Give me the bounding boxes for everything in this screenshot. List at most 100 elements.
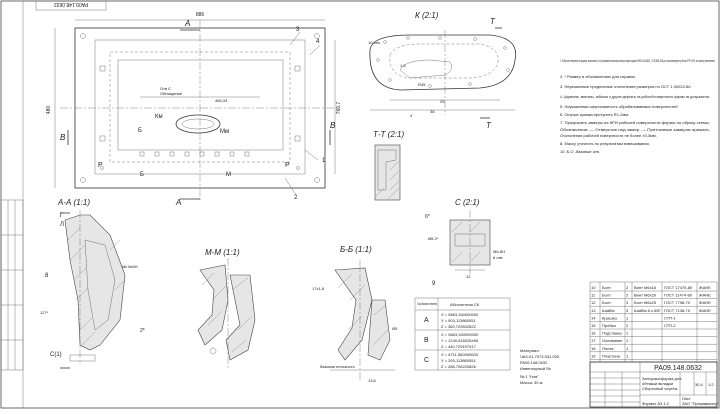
view-c-title: С (2:1) [455, 198, 480, 207]
spec-cell: 15 [591, 323, 596, 328]
coord-row-value: Y = 393,113860551 [441, 358, 476, 363]
section-bb-title: Б-Б (1:1) [340, 245, 372, 254]
spec-cell: 3 [626, 300, 629, 305]
section-label-b-bottom: Б [140, 172, 144, 178]
left-margin-boxes [0, 199, 24, 371]
spec-cell: Плита [602, 346, 614, 351]
view-k-t-top: Т [490, 17, 496, 26]
spec-cell: 18 [591, 346, 596, 351]
section-aa-dim127: 127* [40, 310, 49, 315]
view-c-holes: 6 отв. [493, 255, 504, 260]
coord-row-value: Z = 440,729197917 [441, 344, 477, 349]
spec-cell: СТП-1 [664, 315, 676, 320]
title-sheet: Лист [682, 396, 691, 401]
top-stamp-box [35, 0, 107, 11]
main-dim-right: 760,7 [336, 102, 342, 115]
note-6: 6. Острые кромки притупить R1-2мм. [560, 112, 629, 117]
view-c-dim62: Ø6,2* [428, 236, 439, 241]
section-mm-title: М-М (1:1) [205, 248, 240, 257]
section-mm-drawing [197, 258, 256, 370]
section-bb-drawing [330, 260, 395, 380]
spec-cell: 1 [626, 353, 629, 358]
technical-notes: 1. Рабочие поверхности формы, выполнить … [560, 58, 715, 154]
main-dim-inner: 466,33 [215, 98, 228, 103]
section-bb-dim17: 17±1,6 [312, 286, 325, 291]
note-8: 8. Массу уточнить по результатам взвешив… [560, 141, 650, 146]
spec-cell: 3 [626, 308, 629, 313]
spec-cell: Болт [602, 300, 611, 305]
spec-cell: 2 [626, 293, 629, 298]
view-k-dim-r45: R45 [418, 82, 426, 87]
title-scale: 1:2 [708, 382, 714, 387]
spec-cell: 2 [626, 323, 629, 328]
spec-cell: Болт [602, 285, 611, 290]
top-stamp-text: РА09.148.0632 [54, 1, 88, 7]
note-7b: Отклонения рабочей поверхности не более … [560, 133, 657, 138]
view-c-dim6: 6* [425, 214, 430, 220]
coord-row-value: Z = 360,729532822 [441, 324, 477, 329]
otv-sub-label: Обнищение [160, 91, 183, 96]
section-bb-dim136: 13,6 [368, 378, 377, 383]
section-aa-g: Г [60, 213, 64, 219]
spec-cell: Пробка [602, 323, 616, 328]
material-title: Материал: [520, 348, 540, 353]
coord-row-value: X = 6711,560000000 [441, 352, 479, 357]
section-bb-dim5: Ø5 [392, 326, 398, 331]
note-7a: Обозначения: — Отверстие под замер. — Пр… [560, 127, 710, 132]
spec-cell: 1 [626, 315, 629, 320]
section-aa-title: А-А (1:1) [57, 198, 90, 207]
view-k-dim-15: 1,5 [400, 63, 406, 68]
note-10: 10. Б,О -базовые отв. [560, 149, 600, 154]
view-k-title: К (2:1) [415, 11, 439, 20]
section-label-m: М [226, 172, 231, 178]
spec-cell: 1 [626, 338, 629, 343]
spec-cell: 12 [591, 300, 596, 305]
coord-row-value: Y = 1240,616025496 [441, 338, 479, 343]
view-c-dim12: 12 [466, 274, 471, 279]
spec-cell: 1 [626, 331, 629, 336]
section-label-v-left: В [60, 133, 66, 142]
spec-cell: Основание [602, 338, 623, 343]
section-label-p-left: Р [98, 162, 103, 169]
material-line-5: Масса: 30 кг. [520, 380, 543, 385]
title-name-2: обтяжки вкладки [642, 381, 673, 386]
spec-cell: ГОСТ 11474-80 [664, 293, 693, 298]
view-k-dim-38: 38 [430, 109, 435, 114]
material-line-3: Инвентарный № [520, 366, 551, 371]
spec-cell: 11 [591, 293, 596, 298]
material-line-2: РА09.148.0632 [520, 360, 548, 365]
title-designation: РА09.148.0632 [654, 365, 702, 372]
material-line-4: № 1 "Нов" [520, 374, 539, 379]
spec-cell: Пластина [602, 353, 621, 358]
section-label-a-top: А [184, 19, 190, 28]
ref-3: 3 [296, 27, 300, 33]
spec-cell: ГОСТ 17475-80 [664, 285, 693, 290]
title-block [589, 361, 718, 408]
note-3: 3. Неуказанные предельные отклонения раз… [560, 84, 691, 89]
spec-cell: ЖАНЕ [699, 285, 711, 290]
spec-cell: ЖАНЕ [699, 293, 711, 298]
spec-cell: 1 [626, 346, 629, 351]
spec-cell: Шайба [602, 308, 615, 313]
view-c-thread: М6-8Н [493, 249, 505, 254]
view-label-k: Км [155, 114, 163, 120]
section-label-a-bottom: А [175, 198, 181, 207]
otv-label: Отв С [160, 86, 171, 91]
material-line-1: ЧАЗ-01,7073.531.000 [520, 354, 560, 359]
section-bb-base: базовая плоскость [320, 364, 355, 369]
coord-row-value: X = 5663,340000000 [441, 332, 479, 337]
spec-cell: ГОСТ 7138-70 [664, 308, 691, 313]
note-1: 1. Рабочие поверхности формы, выполнить … [560, 58, 715, 63]
view-k-drawing [369, 27, 517, 119]
main-dim-width: 886 [196, 12, 205, 18]
spec-cell: 19 [591, 353, 596, 358]
ref-4: 4 [316, 39, 320, 45]
section-aa-thread: Мк 8х6Н [122, 264, 138, 269]
section-tt-title: Т-Т (2:1) [373, 130, 404, 139]
section-tt-drawing [374, 144, 401, 201]
view-k-dim-holes: 10 отв. [368, 40, 381, 45]
title-name-1: Заглушка/форма для [642, 376, 681, 381]
